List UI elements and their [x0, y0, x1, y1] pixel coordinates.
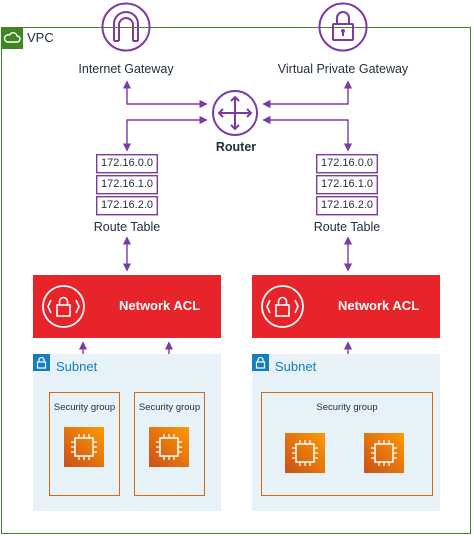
ec2-chip-icon	[364, 433, 404, 473]
router-label: Router	[215, 140, 257, 154]
gateway-arch-icon	[101, 2, 151, 52]
padlock-icon	[318, 2, 368, 52]
subnet-right: Subnet Security group	[252, 354, 440, 511]
cloud-icon	[1, 27, 23, 49]
ec2-chip-icon	[64, 427, 104, 467]
network-acl-label: Network ACL	[338, 298, 420, 313]
vpc-container	[1, 27, 471, 534]
network-acl-right: Network ACL	[252, 275, 440, 338]
route-entry: 172.16.1.0	[321, 178, 373, 190]
security-group: Security group	[49, 392, 120, 496]
router-icon	[211, 89, 259, 137]
subnet-left: Subnet Security group Security group	[33, 354, 221, 511]
subnet-label: Subnet	[275, 359, 317, 374]
vpc-label: VPC	[27, 30, 54, 45]
ec2-chip-icon	[149, 427, 189, 467]
route-entry: 172.16.1.0	[101, 178, 153, 190]
security-group-label: Security group	[316, 402, 378, 413]
subnet-label: Subnet	[56, 359, 98, 374]
route-entry: 172.16.2.0	[101, 199, 153, 211]
internet-gateway-label: Internet Gateway	[78, 62, 174, 76]
route-entry: 172.16.0.0	[101, 157, 153, 169]
firewall-icon	[260, 284, 305, 329]
route-entry: 172.16.0.0	[321, 157, 373, 169]
vpn-gateway-label: Virtual Private Gateway	[277, 62, 409, 76]
security-group-label: Security group	[53, 402, 116, 413]
route-table-label: Route Table	[93, 220, 161, 234]
route-entry: 172.16.2.0	[321, 199, 373, 211]
lock-icon	[252, 354, 269, 371]
ec2-chip-icon	[285, 433, 325, 473]
network-acl-left: Network ACL	[33, 275, 221, 338]
lock-icon	[33, 354, 50, 371]
security-group: Security group	[134, 392, 205, 496]
network-acl-label: Network ACL	[119, 298, 201, 313]
security-group: Security group	[261, 392, 433, 496]
security-group-label: Security group	[138, 402, 201, 413]
route-table-label: Route Table	[313, 220, 381, 234]
firewall-icon	[41, 284, 86, 329]
